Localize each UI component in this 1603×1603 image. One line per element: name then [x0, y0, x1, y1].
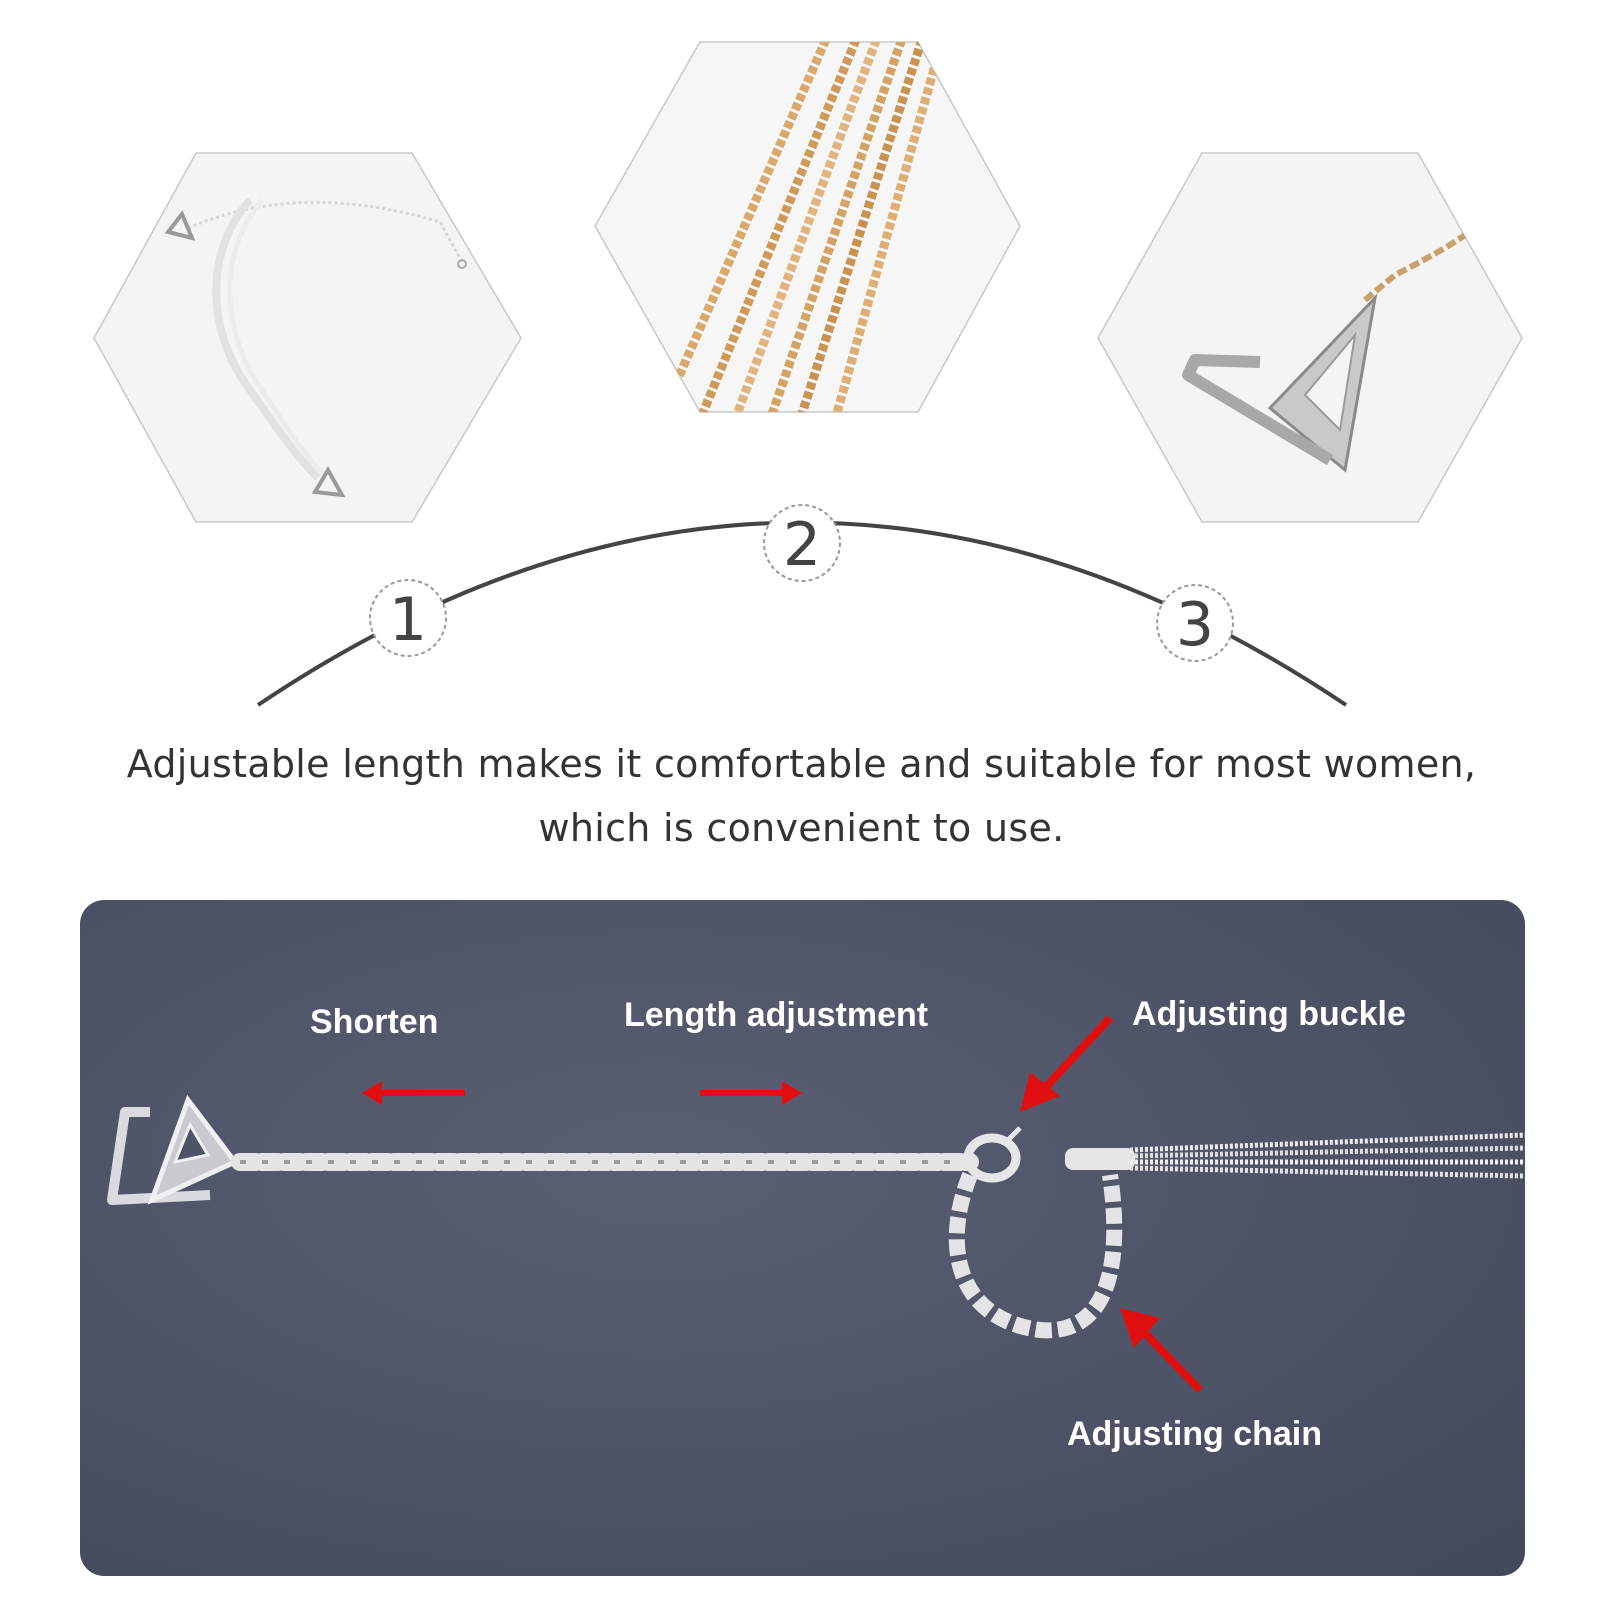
step-number-3: 3 [1176, 590, 1214, 660]
strap-diagram [107, 1015, 1525, 1393]
shorten-arrow [362, 1081, 465, 1105]
adjusting-buckle-label: Adjusting buckle [1132, 995, 1406, 1033]
step-number-2: 2 [783, 510, 821, 580]
step-badge-2: 2 [763, 504, 841, 582]
strap-connector [1065, 1148, 1135, 1170]
buckle-pointer-arrow [1020, 1015, 1113, 1112]
adjusting-buckle-clasp [963, 1126, 1022, 1183]
gold-bead-chain-icon [655, 42, 950, 412]
adjustment-diagram-panel: Shorten Length adjustment Adjusting buck… [80, 900, 1525, 1576]
top-graphic: 1 2 3 [93, 41, 1523, 707]
step-badge-1: 1 [369, 579, 447, 657]
chain-pointer-arrow [1120, 1308, 1203, 1393]
strap-hook-icon [107, 1094, 239, 1205]
step-number-1: 1 [389, 585, 427, 655]
hexagon-image-3 [1097, 152, 1523, 523]
length-adjustment-label: Length adjustment [624, 996, 929, 1034]
hexagon-image-2 [594, 41, 1021, 413]
caption-line-1: Adjustable length makes it comfortable a… [126, 742, 1477, 786]
hexagon-image-1 [93, 152, 522, 523]
metal-hook-closeup-icon [1182, 229, 1472, 473]
adjusting-chain-loop [948, 1172, 1123, 1339]
step-badge-3: 3 [1156, 584, 1234, 662]
length-adjustment-arrow [700, 1081, 802, 1105]
caption-line-2: which is convenient to use. [538, 806, 1065, 850]
adjusting-chain-label: Adjusting chain [1067, 1415, 1322, 1453]
strap-overview-icon [164, 197, 467, 498]
shorten-label: Shorten [310, 1003, 439, 1041]
